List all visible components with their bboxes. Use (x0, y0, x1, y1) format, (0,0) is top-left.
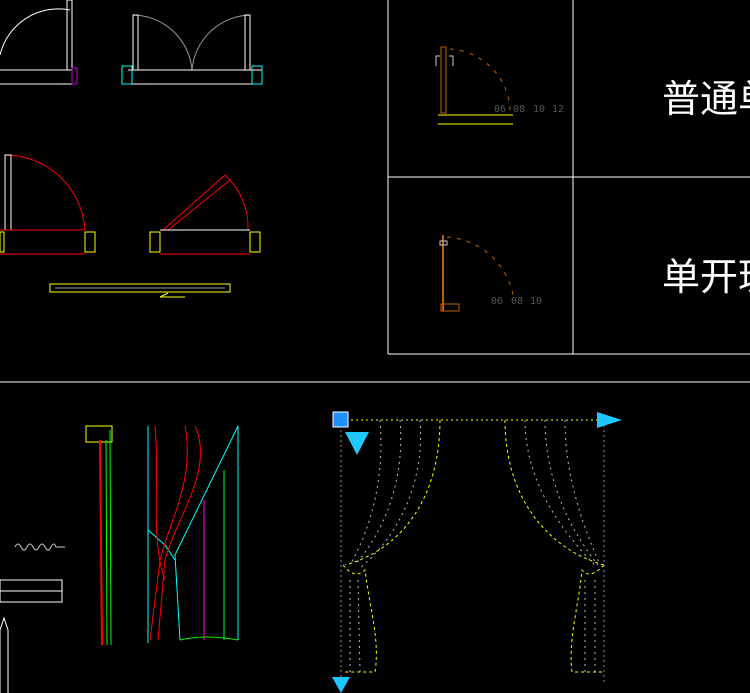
table-grid (0, 0, 750, 383)
size-label: 12 (552, 104, 564, 115)
size-label: 08 (513, 104, 525, 115)
size-label: 06 (491, 296, 503, 307)
size-labels-row1: 06 08 10 12 (494, 104, 564, 115)
curtain-elevation-front (340, 419, 605, 685)
size-label: 08 (511, 296, 523, 307)
stretch-grip-right-icon[interactable] (597, 412, 622, 428)
row2-label: 单开玻 (662, 255, 750, 299)
size-label: 06 (494, 104, 506, 115)
base-grip-square[interactable] (332, 411, 349, 428)
door-plan-double (0, 0, 263, 85)
curtain-rail-detail (0, 543, 65, 693)
curtain-section (85, 425, 113, 646)
door-symbol-row2 (439, 235, 514, 312)
stretch-grip-down-icon[interactable] (345, 432, 369, 455)
size-labels-row2: 06 08 10 (491, 296, 542, 307)
size-label: 10 (530, 296, 542, 307)
door-symbol-row1 (435, 46, 513, 125)
door-plan-red (0, 154, 261, 298)
curtain-elevation-side (147, 425, 239, 643)
row1-label: 普通单 (662, 77, 750, 121)
stretch-grip-bottom-icon[interactable] (332, 677, 350, 693)
selection-grips[interactable] (332, 411, 622, 693)
size-label: 10 (533, 104, 545, 115)
